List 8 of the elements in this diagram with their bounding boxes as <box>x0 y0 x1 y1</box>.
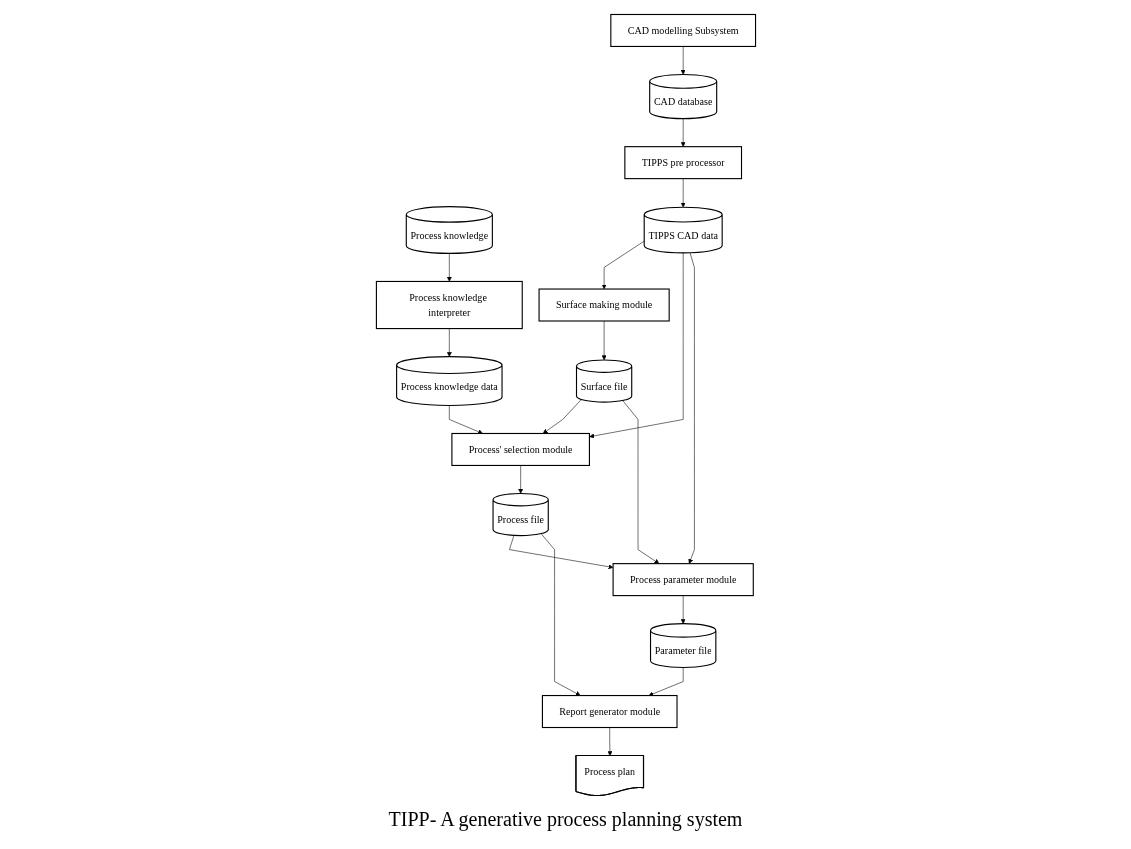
node-box: Surface making module <box>538 288 670 322</box>
node-box: Process' selection module <box>450 432 590 466</box>
caption: TIPP- A generative process planning system <box>388 808 743 831</box>
node-box: CAD modelling Subsystem <box>609 13 756 47</box>
node-box: Process parameter module <box>612 563 754 597</box>
node-box: Process knowledge interpreter <box>375 280 523 330</box>
node-box: Report generator module <box>541 695 678 729</box>
node-box: TIPPS pre processor <box>623 146 742 180</box>
